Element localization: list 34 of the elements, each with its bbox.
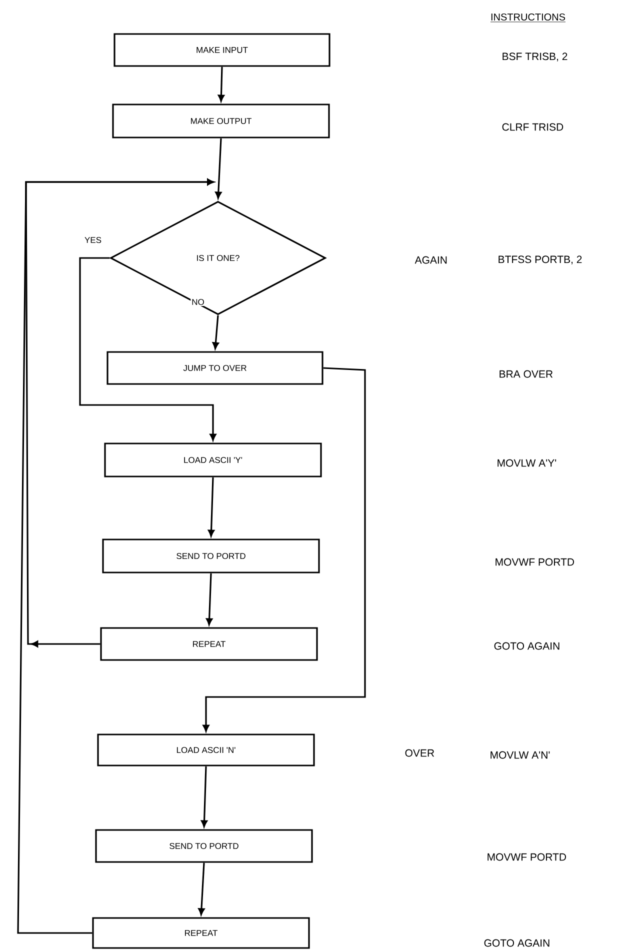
process-box: REPEAT — [92, 917, 310, 949]
instruction-text: BSF TRISB, 2 — [502, 52, 568, 62]
arrow — [17, 178, 214, 934]
column-heading: INSTRUCTIONS — [490, 13, 566, 22]
arrow — [206, 573, 213, 626]
instruction-text: GOTO AGAIN — [494, 642, 560, 650]
arrow — [218, 66, 224, 102]
instruction-text: BRA OVER — [500, 370, 553, 378]
arrow — [200, 766, 208, 828]
instruction-text: MOVLW A'N' — [490, 751, 550, 759]
instruction-text: MOVLW A'Y' — [498, 459, 556, 467]
edge-label: YES — [84, 236, 102, 244]
instruction-text: MOVWF PORTD — [488, 853, 566, 861]
instruction-text: GOTO AGAIN — [484, 939, 550, 947]
instruction-text: BTFSS PORTB, 2 — [498, 256, 582, 264]
arrow — [208, 477, 215, 537]
edge-label: NO — [190, 298, 206, 306]
process-box: REPEAT — [100, 627, 318, 661]
instruction-text: CLRF TRISD — [502, 123, 564, 131]
arrow — [212, 315, 219, 350]
arrow — [79, 257, 216, 441]
arrow — [198, 862, 205, 916]
process-box: MAKE INPUT — [114, 33, 330, 67]
instruction-text: AGAIN — [414, 256, 447, 264]
process-box: SEND TO PORTD — [95, 829, 313, 863]
process-box: SEND TO PORTD — [102, 538, 320, 574]
process-box: LOAD ASCII 'Y' — [104, 442, 322, 478]
arrow — [215, 138, 222, 199]
instruction-text: OVER — [405, 749, 434, 757]
process-box: JUMP TO OVER — [106, 351, 324, 385]
process-box: MAKE OUTPUT — [112, 104, 330, 138]
instruction-text: MOVWF PORTD — [496, 558, 574, 566]
arrow — [202, 367, 366, 732]
process-box: LOAD ASCII 'N' — [97, 734, 315, 766]
